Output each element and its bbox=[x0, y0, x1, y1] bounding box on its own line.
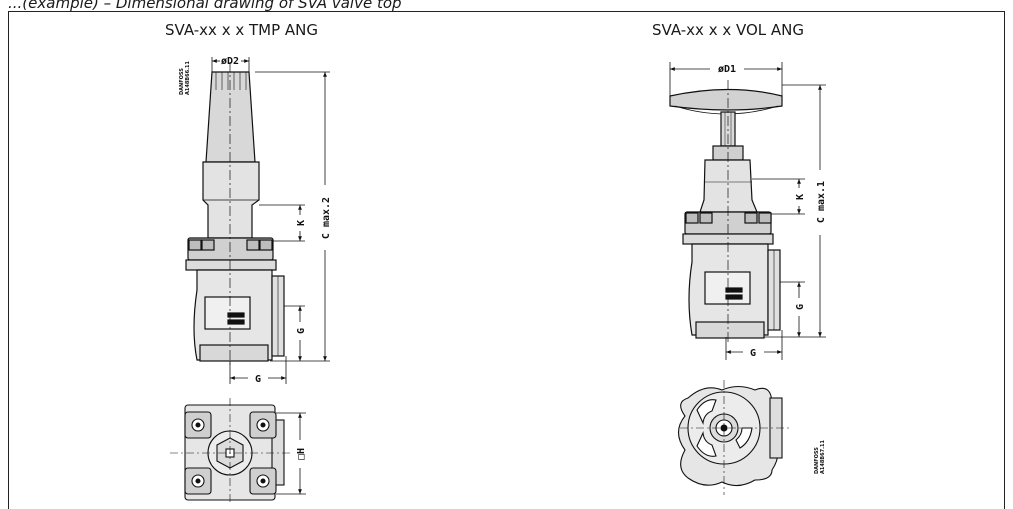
drawing-code-tmp-1: DANFOSS bbox=[179, 68, 185, 95]
g-horizontal-label-tmp: G bbox=[255, 374, 261, 385]
vol-top-view bbox=[677, 380, 790, 495]
g-vertical-label-tmp: G bbox=[296, 328, 307, 334]
tmp-front-dimensions bbox=[211, 57, 330, 384]
k-label-tmp: K bbox=[296, 220, 307, 226]
tmp-top-dimensions bbox=[276, 412, 306, 495]
od2-label: øD2 bbox=[221, 56, 239, 67]
vol-front-dimensions bbox=[669, 62, 826, 360]
tmp-front-view bbox=[185, 62, 285, 368]
tmp-ang-title: SVA-xx x x TMP ANG bbox=[165, 21, 319, 39]
h-label: □H bbox=[296, 448, 307, 460]
k-label-vol: K bbox=[795, 194, 806, 200]
od1-label: øD1 bbox=[718, 64, 736, 75]
cmax1-label: C max.1 bbox=[816, 181, 827, 223]
vol-front-view bbox=[669, 80, 783, 345]
drawing-frame bbox=[8, 11, 1005, 509]
g-horizontal-label-vol: G bbox=[750, 348, 756, 359]
cmax2-label: C max.2 bbox=[321, 197, 332, 239]
drawing-code-vol-2: A148B67.11 bbox=[820, 440, 826, 474]
figure-caption: ...(example) – Dimensional drawing of SV… bbox=[8, 0, 402, 12]
g-vertical-label-vol: G bbox=[795, 304, 806, 310]
drawing-code-vol-1: DANFOSS bbox=[814, 447, 820, 474]
vol-ang-title: SVA-xx x x VOL ANG bbox=[652, 21, 805, 39]
drawing-code-tmp-2: A148B66.11 bbox=[185, 61, 191, 95]
tmp-top-view bbox=[170, 398, 292, 505]
